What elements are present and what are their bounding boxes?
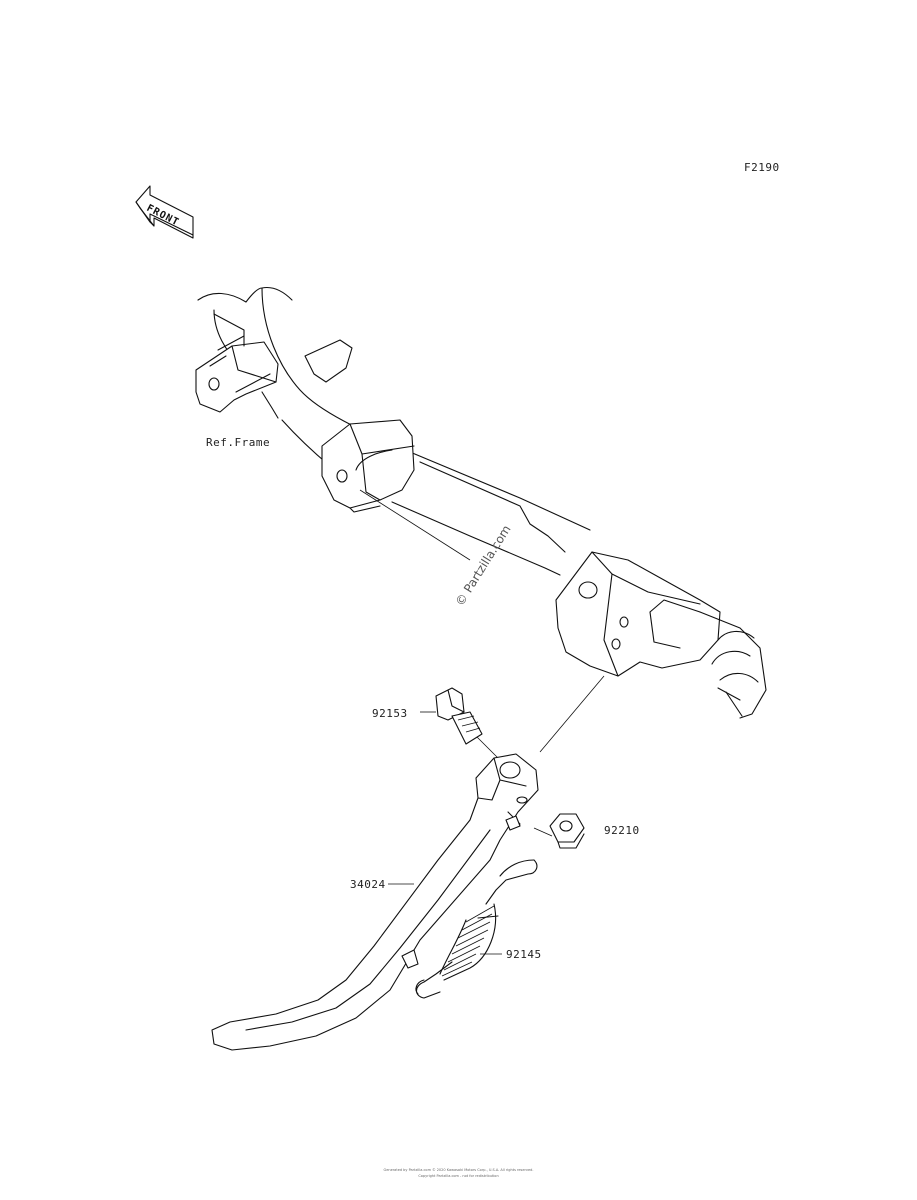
callout-leader: [539, 675, 605, 753]
callout-label-bolt: 92153: [372, 707, 408, 720]
diagram-code: F2190: [744, 161, 780, 174]
spring-part: [415, 859, 538, 999]
footer-copyright-line2: Copyright Partzilla.com - not for redist…: [418, 1174, 499, 1178]
bolt-part: [435, 687, 483, 745]
nut-part: [549, 813, 585, 849]
callout-label-nut: 92210: [604, 824, 640, 837]
callout-label-side-stand: 34024: [350, 878, 386, 891]
footer-copyright-line1: Generated by Partzilla.com © 2020 Kawasa…: [383, 1168, 534, 1172]
callout-leader: [533, 827, 553, 837]
callout-leader: [475, 735, 501, 761]
frame-drawing: [195, 286, 767, 719]
callout-leader: [359, 489, 471, 561]
frame-reference-label: Ref.Frame: [206, 436, 270, 449]
side-stand-part: [211, 753, 539, 1051]
front-arrow-icon: FRONT: [135, 185, 194, 239]
callout-label-spring: 92145: [506, 948, 542, 961]
watermark: © Partzilla.com: [453, 523, 514, 609]
